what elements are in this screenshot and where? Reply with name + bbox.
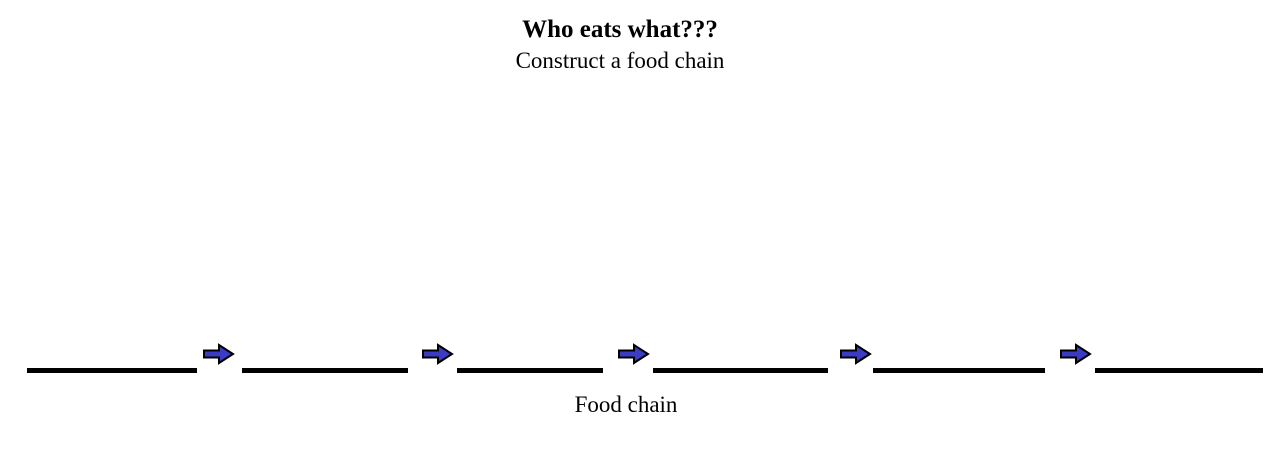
block-arrow-right-icon (422, 343, 454, 365)
food-chain-caption: Food chain (574, 392, 678, 417)
page-title: Who eats what??? (522, 16, 718, 43)
block-arrow-right-icon (1060, 343, 1092, 365)
page-subtitle: Construct a food chain (515, 48, 725, 74)
block-arrow-right-icon (203, 343, 235, 365)
food-chain-blank-slot-2[interactable] (242, 368, 408, 373)
block-arrow-right-icon (840, 343, 872, 365)
food-chain-blank-slot-6[interactable] (1095, 368, 1263, 373)
food-chain-blank-slot-3[interactable] (457, 368, 603, 373)
food-chain-blank-slot-5[interactable] (873, 368, 1045, 373)
food-chain-blank-slot-1[interactable] (27, 368, 197, 373)
food-chain-blank-slot-4[interactable] (653, 368, 828, 373)
block-arrow-right-icon (618, 343, 650, 365)
header: Who eats what??? Construct a food chain (0, 14, 1240, 76)
